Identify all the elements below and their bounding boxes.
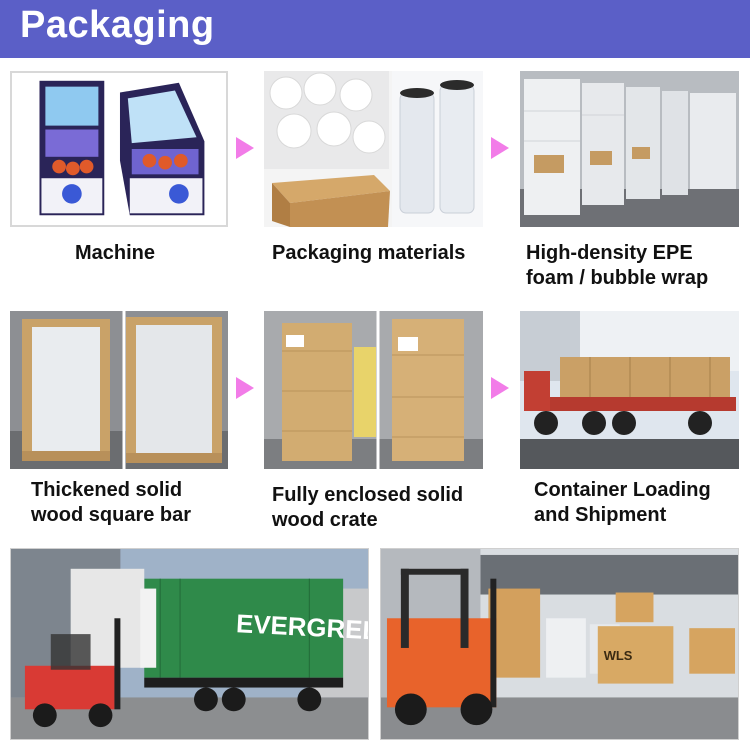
wood-crate-photo xyxy=(264,311,483,469)
step-label-wood-bar: Thickened solid wood square bar xyxy=(31,478,191,528)
header-banner: Packaging xyxy=(0,0,750,58)
caption-line: and Shipment xyxy=(534,504,667,526)
crate-stamp-text: WLS xyxy=(604,648,633,663)
caption-line: foam / bubble wrap xyxy=(526,267,709,289)
step-label-packaging-materials: Packaging materials xyxy=(272,242,466,264)
container-loading-photo: EVERGREEN xyxy=(10,548,369,740)
caption-line: Thickened solid xyxy=(31,479,183,501)
caption-line: wood square bar xyxy=(31,504,192,526)
right-arrow-icon xyxy=(236,377,254,399)
caption-line: wood crate xyxy=(272,509,378,531)
machine-photo xyxy=(10,71,228,227)
caption-line: High-density EPE xyxy=(526,242,693,264)
step-label-epe-foam: High-density EPE foam / bubble wrap xyxy=(526,241,708,291)
page-title: Packaging xyxy=(20,4,215,46)
step-label-machine: Machine xyxy=(75,242,156,264)
epe-foam-photo xyxy=(520,71,739,227)
caption-line: Fully enclosed solid xyxy=(272,484,464,506)
right-arrow-icon xyxy=(236,137,254,159)
packaging-materials-photo xyxy=(264,71,483,227)
wood-bar-photo xyxy=(10,311,228,469)
truck-loading-photo xyxy=(520,311,739,469)
right-arrow-icon xyxy=(491,137,509,159)
step-label-wood-crate: Fully enclosed solid wood crate xyxy=(272,483,463,533)
caption-line: Container Loading xyxy=(534,479,711,501)
step-label-container-loading: Container Loading and Shipment xyxy=(534,478,711,528)
right-arrow-icon xyxy=(491,377,509,399)
warehouse-forklift-photo: WLS xyxy=(380,548,739,740)
